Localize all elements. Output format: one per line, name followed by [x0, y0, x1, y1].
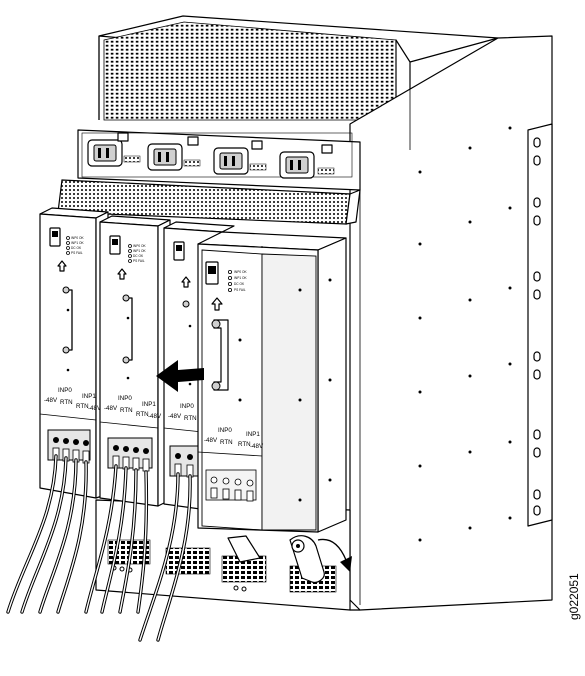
status-label: PS FAIL: [71, 251, 83, 255]
input-connector-strip: [77, 129, 361, 191]
status-label: INP1 OK: [234, 276, 247, 280]
neg-48v-label: -48V: [88, 405, 102, 412]
chassis-side-panel: [349, 35, 553, 611]
status-leds: INP0 OK INP1 OK DC OK PS FAIL: [66, 236, 84, 255]
rtn-label: RTN: [136, 411, 149, 418]
status-leds: INP0 OK INP1 OK DC OK PS FAIL: [227, 269, 247, 292]
input-1-label: INP1: [246, 431, 260, 438]
status-label: DC OK: [234, 282, 245, 286]
rtn-label: RTN: [60, 399, 73, 406]
neg-48v-label: -48V: [148, 413, 162, 420]
arrow-up-icon: [211, 297, 223, 311]
chassis-top: [98, 15, 509, 151]
power-supply-0: INP0 OK INP1 OK DC OK PS FAIL INP0 INP1 …: [39, 207, 109, 499]
status-label: DC OK: [133, 254, 144, 258]
arrow-up-icon: [117, 268, 127, 280]
power-supply-3: INP0 OK INP1 OK DC OK PS FAIL INP0 INP1 …: [197, 231, 347, 533]
rtn-label: RTN: [76, 403, 89, 410]
mounting-rail: [527, 123, 553, 527]
arrow-up-icon: [57, 260, 67, 272]
status-label: INP0 OK: [234, 270, 247, 274]
input-0-label: INP0: [58, 387, 72, 394]
neg-48v-label: -48V: [250, 443, 264, 450]
ejector-lever: [227, 535, 325, 583]
status-label: PS FAIL: [234, 288, 246, 292]
neg-48v-label: -48V: [104, 405, 118, 412]
rotation-arrow: [317, 538, 347, 561]
status-label: INP0 OK: [71, 236, 84, 240]
dc-terminal-block: [205, 469, 257, 502]
status-leds: INP0 OK INP1 OK DC OK PS FAIL: [128, 244, 146, 263]
input-0-label: INP0: [218, 427, 232, 434]
neg-48v-label: -48V: [204, 437, 218, 444]
status-label: INP1 OK: [133, 249, 146, 253]
dc-terminal-block: [169, 445, 201, 478]
rtn-label: RTN: [184, 415, 197, 422]
figure-id: g022051: [567, 573, 581, 620]
status-label: INP1 OK: [71, 241, 84, 245]
ac-input-connector: [213, 147, 249, 175]
dc-terminal-block: [107, 437, 153, 472]
status-label: PS FAIL: [133, 259, 145, 263]
neg-48v-label: -48V: [168, 413, 182, 420]
ac-input-connector: [87, 139, 123, 167]
perforated-divider: [57, 179, 361, 225]
neg-48v-label: -48V: [44, 397, 58, 404]
rtn-label: RTN: [238, 441, 251, 448]
arrow-up-icon: [181, 276, 191, 288]
status-label: INP0 OK: [133, 244, 146, 248]
pull-direction-arrow: [156, 360, 204, 392]
status-label: DC OK: [71, 246, 82, 250]
input-1-label: INP1: [142, 401, 156, 408]
input-1-label: INP1: [82, 393, 96, 400]
ac-input-connector: [279, 151, 315, 179]
input-0-label: INP0: [118, 395, 132, 402]
rtn-label: RTN: [120, 407, 133, 414]
power-supply-1: INP0 OK INP1 OK DC OK PS FAIL INP0 INP1 …: [99, 215, 171, 507]
ac-input-connector: [147, 143, 183, 171]
input-0-label: INP0: [180, 403, 194, 410]
rtn-label: RTN: [220, 439, 233, 446]
